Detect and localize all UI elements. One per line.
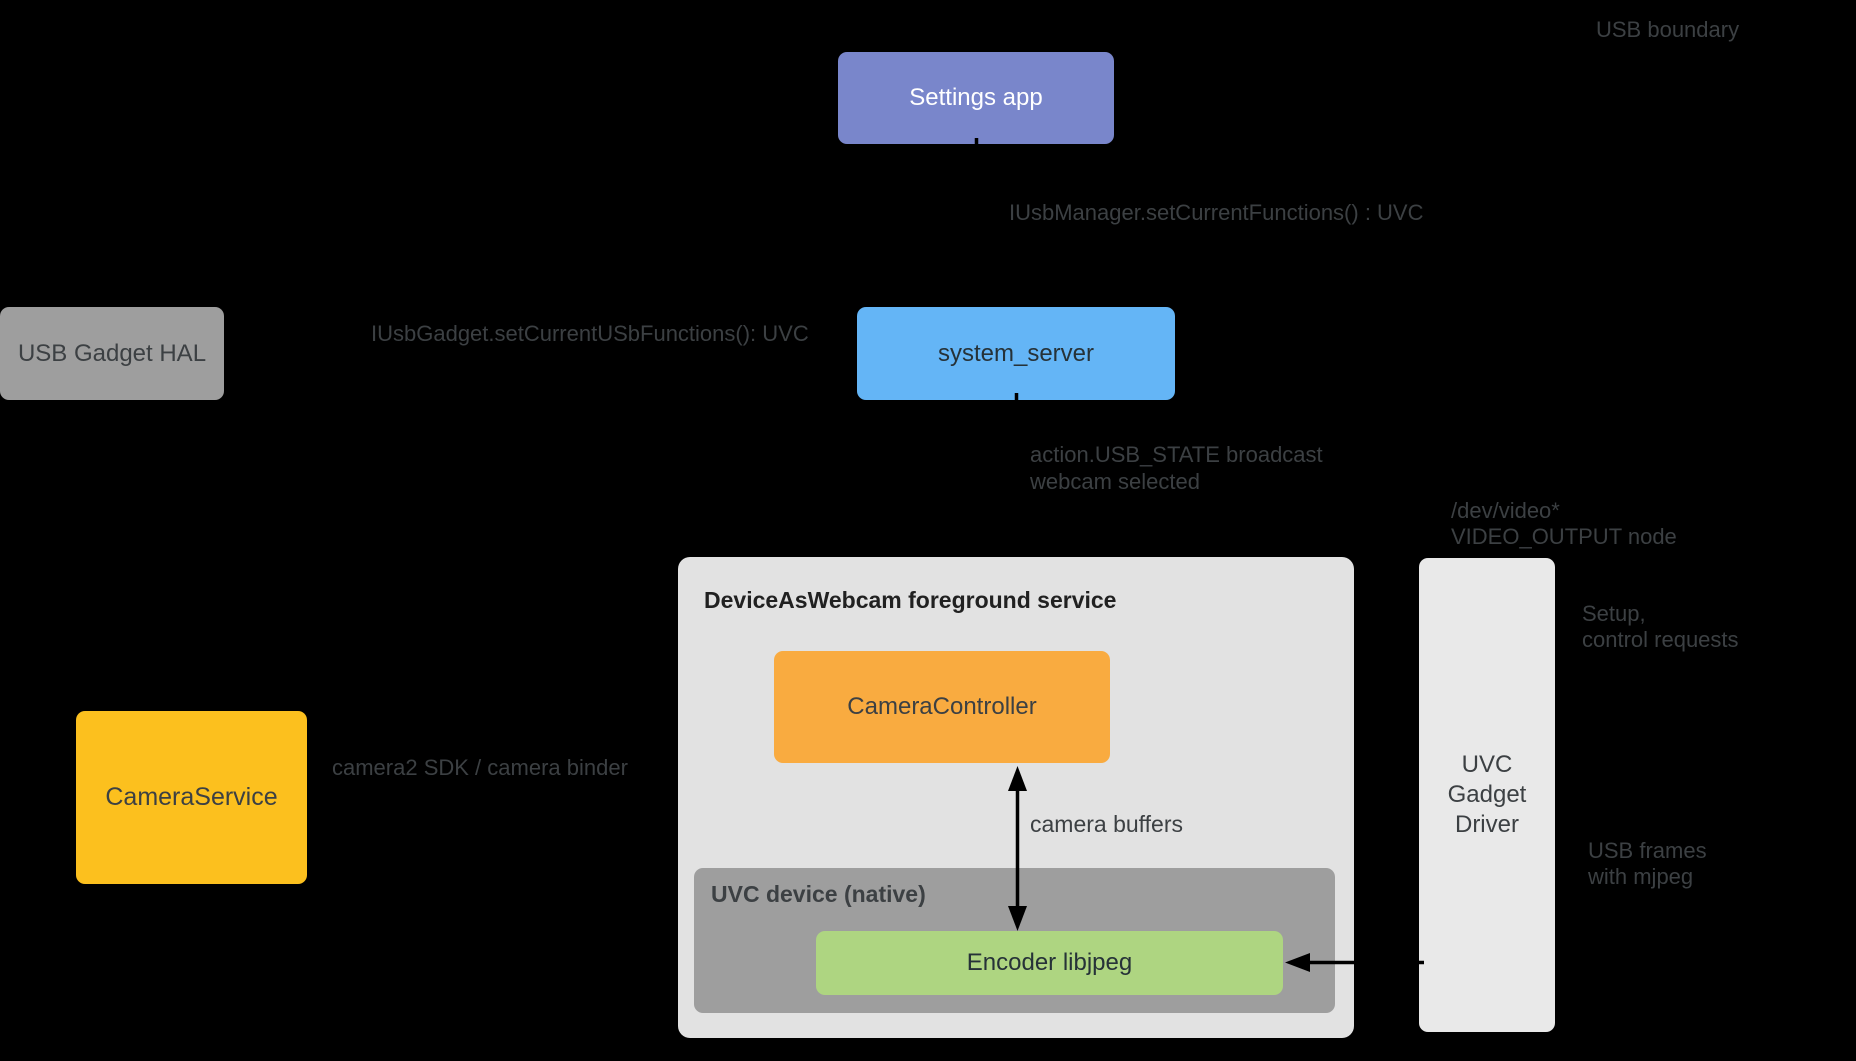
system-server-node: system_server [857,307,1175,400]
encoder-libjpeg-label: Encoder libjpeg [966,949,1133,976]
usb-gadget-hal-label: USB Gadget HAL [17,339,207,367]
settings-app-label: Settings app [909,84,1043,111]
arrow-settings-to-system-server [968,138,985,306]
iusbmanager-setcurrentfunctions-label: IUsbManager.setCurrentFunctions() : UVC [1009,200,1424,225]
arrow-system-server-to-usb-gadget-hal [230,345,850,362]
arrow-system-server-to-daw-service [1008,393,1025,554]
uvc-gadget-driver-label: UVC Gadget Driver [1447,751,1527,838]
camera-controller-label: CameraController [847,693,1037,720]
system-server-label: system_server [937,339,1095,367]
camera-controller-node: CameraController [774,651,1110,763]
iusbgadget-setcurrentusbfunctions-label: IUsbGadget.setCurrentUSbFunctions(): UVC [371,321,809,346]
setup-control-requests-label: Setup, control requests [1582,601,1739,652]
usb-state-broadcast-label: action.USB_STATE broadcast webcam select… [1030,442,1323,494]
encoder-libjpeg-node: Encoder libjpeg [816,931,1283,995]
camera-service-label: CameraService [105,783,278,811]
dev-video-output-node-label: /dev/video* VIDEO_OUTPUT node [1451,498,1677,549]
uvc-device-native-title: UVC device (native) [711,881,926,907]
usb-gadget-hal-node: USB Gadget HAL [0,307,224,400]
uvc-gadget-driver-node: UVC Gadget Driver [1419,558,1555,1032]
settings-app-node: Settings app [838,52,1114,144]
arrow-camera-service-to-daw-service [312,790,674,806]
usb-frames-mjpeg-label: USB frames with mjpeg [1588,838,1707,889]
device-as-webcam-service-title: DeviceAsWebcam foreground service [704,587,1117,613]
camera-service-node: CameraService [76,711,307,884]
camera2-sdk-binder-label: camera2 SDK / camera binder [332,755,628,780]
camera-buffers-label: camera buffers [1030,811,1183,837]
usb-boundary-label: USB boundary [1596,17,1740,42]
